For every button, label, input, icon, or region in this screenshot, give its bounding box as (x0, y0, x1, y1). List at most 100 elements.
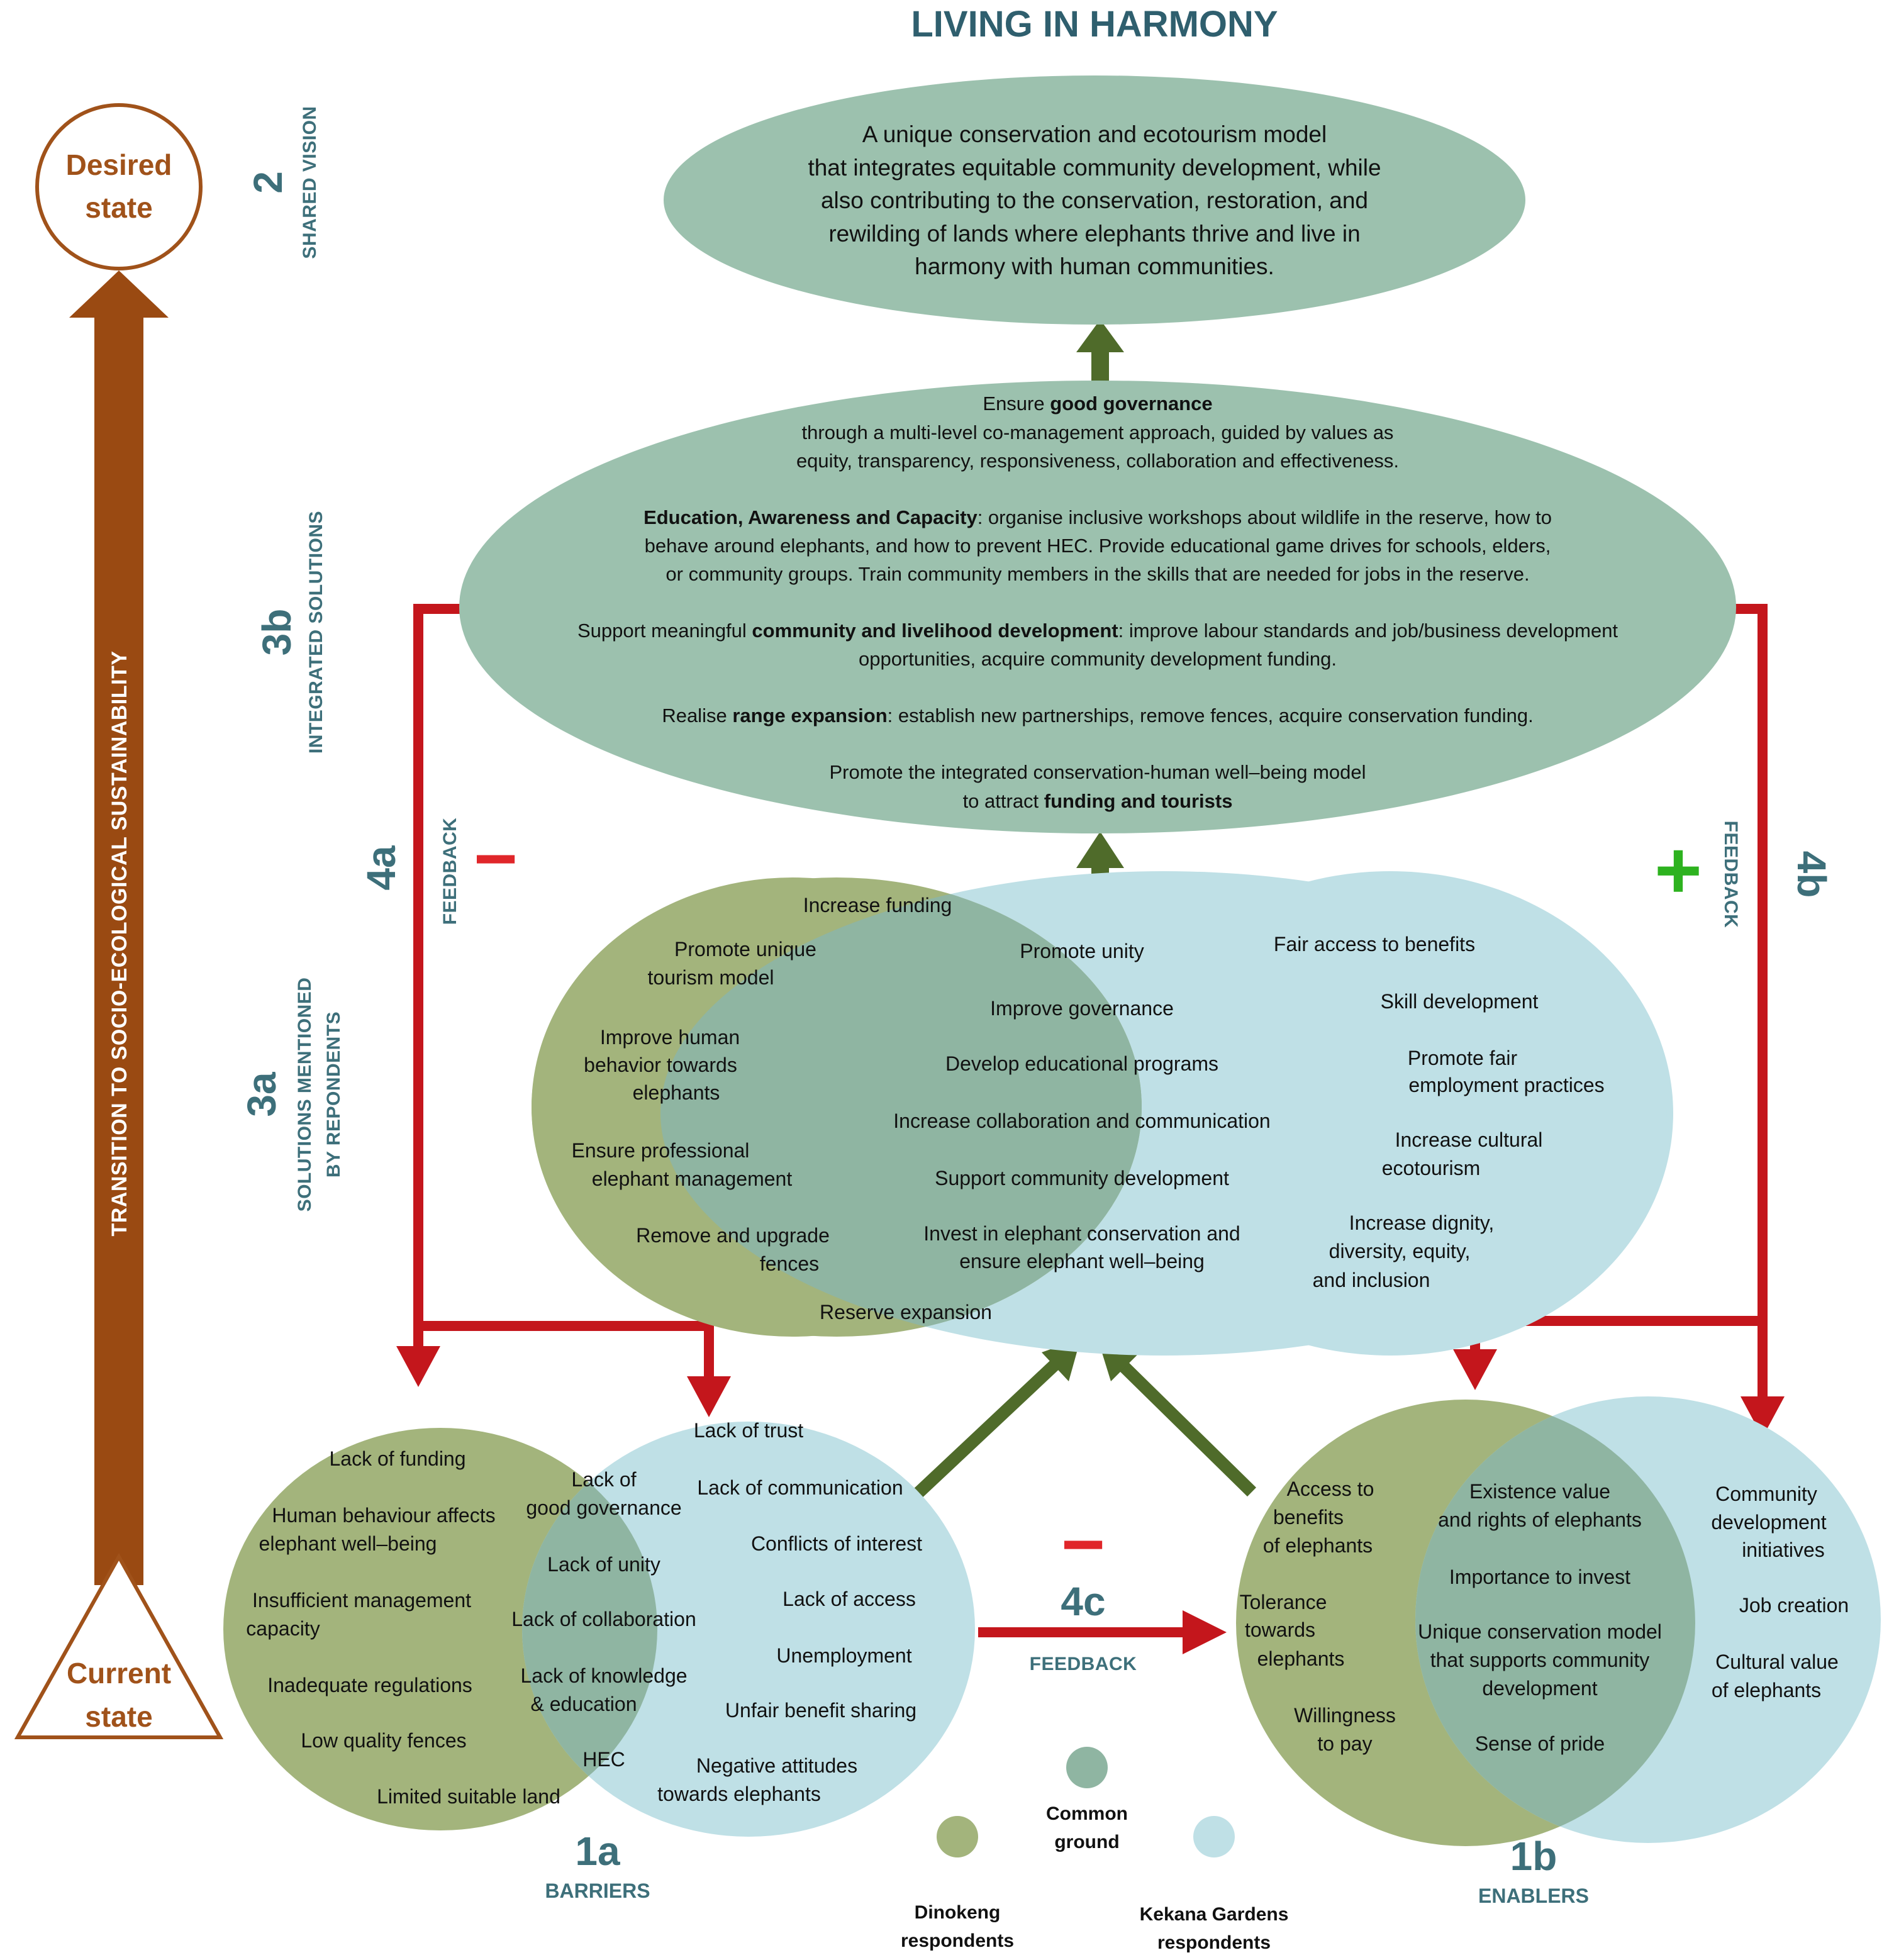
barrier-dinokeng-item: elephant well–being (259, 1532, 437, 1555)
feedback-4b-arrowhead-right (1741, 1396, 1785, 1437)
integrated-solutions-text: Ensure good governance through a multi-l… (577, 393, 1618, 812)
barrier-kekana-item: Conflicts of interest (751, 1532, 922, 1555)
legend-kekana-dot (1193, 1816, 1235, 1857)
enabler-dinokeng-item: of elephants (1263, 1534, 1373, 1557)
enabler-dinokeng-item: benefits (1273, 1506, 1344, 1528)
barrier-common-item: good governance (526, 1496, 681, 1519)
solution-governance-line3: equity, transparency, responsiveness, co… (796, 450, 1399, 472)
solution-community-line1: Support meaningful community and livelih… (577, 620, 1618, 642)
barrier-dinokeng-item: capacity (246, 1617, 320, 1640)
solution-dinokeng-item: Improve human (600, 1026, 740, 1049)
barrier-common-item: & education (530, 1693, 637, 1715)
desired-state-label: Desired (66, 148, 172, 181)
solution-kekana-item: Increase dignity, (1349, 1211, 1495, 1234)
barrier-common-item: Lack of unity (547, 1553, 660, 1576)
enabler-common-item: Unique conservation model (1418, 1620, 1662, 1643)
barrier-dinokeng-item: Inadequate regulations (267, 1674, 472, 1696)
feedback-4a-branch (418, 1321, 714, 1376)
solution-kekana-item: Skill development (1381, 990, 1539, 1013)
barrier-kekana-item: Lack of trust (694, 1419, 803, 1442)
solution-common-item: ensure elephant well–being (959, 1250, 1205, 1272)
barrier-dinokeng-item: Low quality fences (301, 1729, 466, 1752)
enabler-common-item: Existence value (1469, 1480, 1610, 1503)
current-state-label-line2: state (85, 1700, 152, 1733)
stage-1a-number: 1a (575, 1829, 620, 1874)
stage-1b-label: ENABLERS (1478, 1885, 1589, 1907)
legend-common-label-line2: ground (1054, 1832, 1119, 1852)
solution-common-item: Invest in elephant conservation and (923, 1222, 1240, 1245)
stage-3a-label-line2: BY REPONDENTS (323, 1011, 344, 1178)
stage-3b-label: INTEGRATED SOLUTIONS (306, 511, 326, 754)
enabler-dinokeng-item: Tolerance (1240, 1591, 1327, 1613)
solution-governance-line1: Ensure good governance (983, 393, 1212, 415)
stage-1a-label: BARRIERS (545, 1879, 650, 1902)
enabler-kekana-item: Community (1715, 1483, 1817, 1505)
enabler-dinokeng-item: to pay (1317, 1732, 1372, 1755)
barriers-venn-text: Lack of funding Human behaviour affects … (246, 1419, 922, 1808)
solution-dinokeng-item: Ensure professional (572, 1139, 750, 1162)
enabler-kekana-item: Cultural value (1715, 1651, 1839, 1673)
legend-dinokeng-dot (937, 1816, 978, 1857)
enabler-dinokeng-item: Access to (1287, 1478, 1374, 1500)
stage-4b-number: 4b (1789, 851, 1834, 898)
solution-dinokeng-item: Remove and upgrade (636, 1224, 830, 1247)
feedback-4a-minus-sign: − (474, 816, 518, 901)
legend-kekana-label: Kekana Gardens (1140, 1904, 1289, 1925)
solution-governance-line2: through a multi-level co-management appr… (802, 421, 1394, 443)
stage-4c-label: FEEDBACK (1030, 1654, 1137, 1674)
enabler-common-item: development (1482, 1677, 1597, 1700)
solution-kekana-item: Fair access to benefits (1274, 933, 1475, 955)
enabler-common-item: that supports community (1430, 1649, 1650, 1671)
enabler-kekana-item: Job creation (1739, 1594, 1849, 1617)
enabler-kekana-item: of elephants (1712, 1679, 1821, 1701)
up-arrow-vision-head (1076, 320, 1124, 352)
barrier-kekana-item: Negative attitudes (696, 1754, 857, 1777)
legend-common-dot (1066, 1747, 1108, 1788)
enablers-venn-text: Access to benefits of elephants Toleranc… (1240, 1478, 1849, 1755)
solutions-venn-text: Increase funding Promote unique tourism … (572, 894, 1605, 1323)
feedback-4b-line (1731, 604, 1768, 1396)
stage-4c-number: 4c (1061, 1579, 1105, 1624)
shared-vision-line: harmony with human communities. (915, 253, 1274, 279)
shared-vision-ellipse (664, 75, 1525, 325)
desired-state-label-line2: state (85, 191, 152, 224)
solution-range-expansion: Realise range expansion: establish new p… (662, 704, 1533, 727)
transition-arrow-head (69, 270, 169, 318)
shared-vision-line: A unique conservation and ecotourism mod… (862, 121, 1327, 147)
solution-dinokeng-item: elephant management (592, 1167, 793, 1190)
barrier-dinokeng-item: Human behaviour affects (272, 1504, 495, 1527)
barrier-kekana-item: Lack of access (783, 1588, 916, 1610)
current-state-label: Current (67, 1657, 171, 1690)
stage-1b-number: 1b (1510, 1834, 1557, 1879)
diagram-title: LIVING IN HARMONY (911, 4, 1278, 45)
enabler-common-item: and rights of elephants (1438, 1508, 1642, 1531)
feedback-4a-arrowhead-left (396, 1346, 440, 1387)
barrier-common-item: Lack of (571, 1468, 636, 1491)
solution-dinokeng-item: elephants (633, 1081, 720, 1104)
barrier-kekana-item: Unemployment (776, 1644, 911, 1667)
legend-dinokeng-label-line2: respondents (901, 1930, 1014, 1951)
solution-common-item: Support community development (935, 1167, 1229, 1189)
legend-kekana-label-line2: respondents (1157, 1932, 1271, 1953)
barrier-common-item: Lack of knowledge (520, 1664, 687, 1687)
solution-kekana-item: ecotourism (1382, 1157, 1481, 1179)
barriers-dinokeng-circle (223, 1428, 657, 1830)
barrier-common-item: HEC (582, 1748, 625, 1771)
stage-3b-number: 3b (254, 609, 299, 656)
solution-promote-line1: Promote the integrated conservation-huma… (830, 761, 1366, 783)
feedback-4c-minus-sign: − (1061, 1502, 1105, 1586)
stage-4b-label: FEEDBACK (1720, 821, 1741, 928)
stage-4a-number: 4a (359, 845, 404, 891)
up-arrow-from-barriers (911, 1355, 1064, 1501)
solution-common-item: Develop educational programs (945, 1052, 1218, 1075)
solution-dinokeng-item: Promote unique (674, 938, 816, 961)
barrier-common-item: Lack of collaboration (511, 1608, 696, 1630)
enabler-kekana-item: initiatives (1742, 1539, 1825, 1561)
enabler-common-item: Sense of pride (1475, 1732, 1605, 1755)
solution-common-item: Increase collaboration and communication (893, 1110, 1270, 1132)
barrier-kekana-item: Unfair benefit sharing (725, 1699, 916, 1722)
barrier-dinokeng-item: Insufficient management (252, 1589, 471, 1612)
stage-4a-label: FEEDBACK (440, 818, 460, 925)
legend-dinokeng-label: Dinokeng (915, 1902, 1001, 1923)
feedback-4c-arrowhead (1183, 1610, 1227, 1654)
